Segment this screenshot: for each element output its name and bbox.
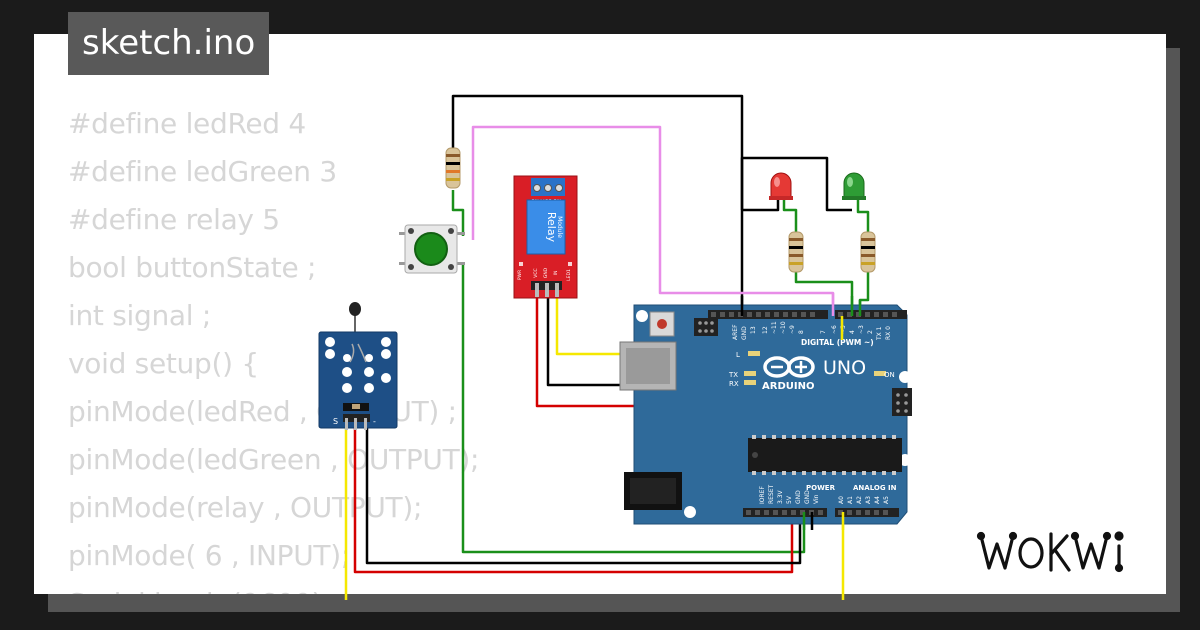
analog-pin-labels: A0 A1 A2 A3 A4 A5 (838, 496, 890, 504)
wire-green-button-5v[interactable] (461, 262, 806, 554)
code-line: #define ledRed 4 (68, 107, 306, 140)
code-line: bool buttonState ; (68, 251, 317, 284)
pin-4-label: 4 (849, 330, 856, 334)
circuit-diagram[interactable]: NC COM NO Relay Module PWR LED1 VCC GND … (0, 0, 1200, 600)
wire-black-top[interactable] (451, 94, 744, 312)
pin-9-label: ~9 (789, 325, 796, 334)
code-line: pinMode(ledGreen , OUTPUT); (68, 443, 480, 476)
wire-black-sensor[interactable] (365, 428, 802, 565)
sensor-pin-s-label: S (333, 417, 338, 426)
board-model: UNO (823, 357, 866, 379)
relay-led-label: LED1 (566, 269, 572, 281)
led-on-label: ON (884, 371, 895, 379)
pin-13-label: 13 (750, 326, 757, 334)
relay-pin-gnd-label: GND (543, 267, 549, 278)
wire-black-led-red[interactable] (740, 156, 852, 212)
pin-11-label: ~11 (771, 321, 778, 334)
arduino-logo-icon (763, 356, 815, 378)
pin-8-label: 8 (798, 330, 805, 334)
pin-ioref-label: IOREF (759, 486, 766, 504)
red-led-icon[interactable] (769, 172, 793, 200)
power-header-label: POWER (806, 484, 836, 492)
led-rx-label: RX (729, 380, 739, 388)
wokwi-logo-icon (976, 531, 1124, 573)
wire-green-red-led[interactable] (782, 198, 798, 232)
pin-a0-label: A0 (838, 496, 845, 504)
card-bottom-shadow (48, 594, 1180, 612)
relay-title: Relay (545, 212, 558, 243)
temperature-sensor-module[interactable]: S - (318, 302, 398, 430)
push-button[interactable] (399, 224, 465, 274)
pin-5-label: ~5 (840, 325, 847, 334)
pin-3v3-label: 3.3V (777, 489, 784, 504)
filename-tab[interactable]: sketch.ino (68, 12, 270, 75)
code-preview: #define ledRed 4 #define ledGreen 3 #def… (68, 100, 479, 628)
code-line: #define ledGreen 3 (68, 155, 337, 188)
pin-2-label: 2 (867, 330, 874, 334)
relay-module[interactable]: NC COM NO Relay Module PWR LED1 VCC GND … (513, 175, 578, 299)
digital-header-label: DIGITAL (PWM ~) (801, 338, 874, 347)
pin-10-label: ~10 (780, 321, 787, 334)
led-l-label: L (736, 351, 740, 359)
pin-3-label: ~3 (858, 325, 865, 334)
relay-subtitle: Module (556, 216, 563, 238)
pin-a5-label: A5 (883, 496, 890, 504)
pin-gnd1-label: GND (795, 490, 802, 504)
power-pin-labels: IOREF RESET 3.3V 5V GND GND Vin (759, 484, 820, 504)
pin-vin-label: Vin (813, 494, 820, 504)
digital-pin-labels: AREF GND 13 12 ~11 ~10 ~9 8 7 ~6 ~5 4 ~3… (732, 321, 892, 341)
wire-green-green-led[interactable] (856, 198, 870, 232)
analog-header-label: ANALOG IN (853, 484, 897, 492)
resistor-button[interactable] (445, 147, 461, 189)
board-brand: ARDUINO (762, 381, 814, 392)
relay-pwr-label: PWR (517, 270, 523, 280)
code-line: #define relay 5 (68, 203, 280, 236)
pin-a3-label: A3 (865, 496, 872, 504)
pin-tx-label: TX 1 (876, 326, 883, 341)
resistor-red-led[interactable] (788, 231, 804, 273)
relay-pin-vcc-label: VCC (533, 268, 539, 277)
pin-reset-label: RESET (768, 484, 775, 504)
code-line: int signal ; (68, 299, 211, 332)
pin-gnd-label: GND (741, 326, 748, 340)
pin-6-label: ~6 (831, 325, 838, 334)
relay-pin-in-label: IN (553, 271, 559, 276)
pin-12-label: 12 (762, 326, 769, 334)
pin-aref-label: AREF (732, 324, 739, 340)
pin-a1-label: A1 (847, 496, 854, 504)
wokwi-logo[interactable] (975, 526, 1155, 576)
led-tx-label: TX (728, 371, 738, 379)
code-line: pinMode( 6 , INPUT); (68, 539, 350, 572)
pin-gnd2-label: GND (804, 490, 811, 504)
wire-green-button-res[interactable] (451, 190, 465, 236)
pin-a2-label: A2 (856, 496, 863, 504)
green-led-icon[interactable] (842, 172, 866, 200)
pin-rx-label: RX 0 (885, 326, 892, 340)
pin-a4-label: A4 (874, 496, 881, 504)
wire-ends (740, 293, 862, 530)
code-line: void setup() { (68, 347, 259, 380)
resistor-green-led[interactable] (860, 231, 876, 273)
wire-black-led-red2[interactable] (742, 198, 780, 212)
pin-5v-label: 5V (786, 495, 793, 504)
arduino-uno-board[interactable]: AREF GND 13 12 ~11 ~10 ~9 8 7 ~6 ~5 4 ~3… (619, 304, 912, 525)
sensor-pin-gnd-label: - (373, 417, 376, 426)
pin-7-label: 7 (820, 330, 827, 334)
